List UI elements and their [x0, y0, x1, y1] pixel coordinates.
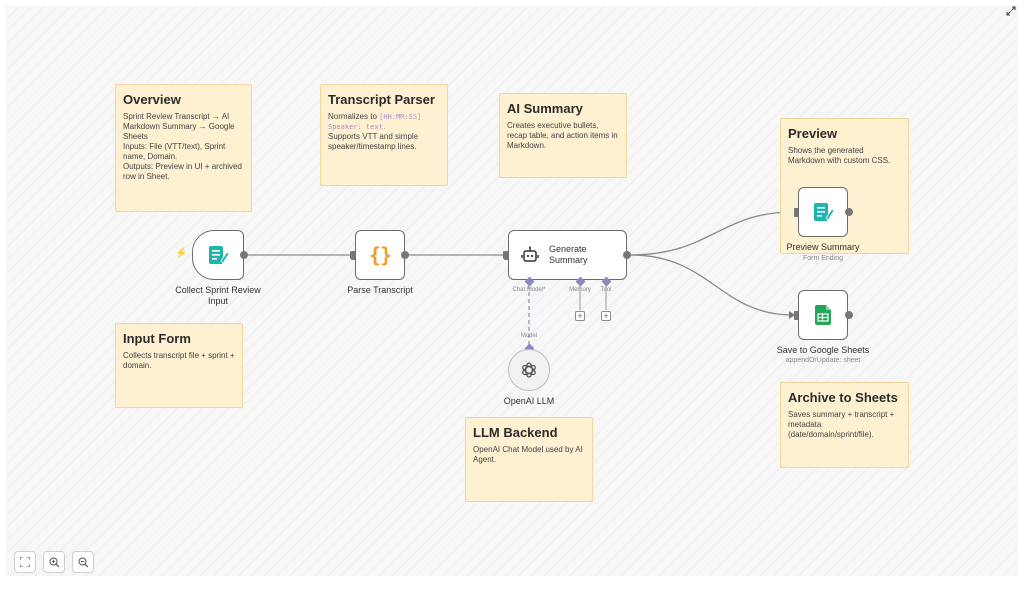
- zoom-in-icon: [49, 557, 59, 567]
- note-input-form[interactable]: Input Form Collects transcript file + sp…: [115, 323, 243, 408]
- required-marker: *: [543, 287, 546, 293]
- note-text: Sprint Review Transcript → AI Markdown S…: [123, 112, 242, 181]
- output-handle[interactable]: [845, 311, 853, 319]
- node-collect-sprint-review-input[interactable]: [192, 230, 244, 280]
- zoom-out-button[interactable]: [72, 551, 94, 573]
- output-handle[interactable]: [845, 208, 853, 216]
- note-text: Normalizes to [HH:MM:SS] Speaker: text. …: [328, 112, 440, 152]
- code-braces-icon: {}: [368, 243, 392, 267]
- google-sheets-icon: [815, 305, 831, 325]
- note-title: LLM Backend: [473, 425, 558, 440]
- node-label: Preview Summary: [786, 242, 860, 252]
- memory-port-label: Memory: [569, 287, 591, 293]
- form-icon: [209, 246, 229, 264]
- output-handle[interactable]: [401, 251, 409, 259]
- chat-model-port-label: Chat Model*: [505, 287, 553, 293]
- port-label-text: Chat Model: [512, 287, 544, 293]
- node-save-to-google-sheets[interactable]: [798, 290, 848, 340]
- note-title: Preview: [788, 126, 838, 141]
- note-text: Collects transcript file + sprint + doma…: [123, 351, 235, 370]
- node-label: Parse Transcript: [347, 285, 413, 295]
- note-overview[interactable]: Overview Sprint Review Transcript → AI M…: [115, 84, 252, 212]
- node-subtitle: Form Ending: [802, 255, 844, 262]
- bottom-strip: [0, 576, 1024, 601]
- note-text: Creates executive bullets, recap table, …: [507, 121, 618, 150]
- output-handle[interactable]: [240, 251, 248, 259]
- note-archive[interactable]: Archive to Sheets Saves summary + transc…: [780, 382, 909, 468]
- node-generate-summary[interactable]: Generate Summary: [508, 230, 627, 280]
- note-title: Overview: [123, 92, 181, 107]
- input-handle[interactable]: [351, 251, 356, 260]
- node-label: Generate Summary: [549, 244, 588, 265]
- node-parse-transcript[interactable]: {}: [355, 230, 405, 280]
- note-ai-summary[interactable]: AI Summary Creates executive bullets, re…: [499, 93, 627, 178]
- expand-icon[interactable]: [1006, 6, 1016, 16]
- node-subtitle: appendOrUpdate: sheet: [785, 357, 861, 364]
- note-title: Input Form: [123, 331, 191, 346]
- openai-icon: [522, 362, 536, 378]
- robot-icon: [521, 246, 539, 262]
- trigger-bolt-icon: ⚡: [175, 248, 188, 259]
- tool-port-label: Tool: [600, 287, 612, 293]
- zoom-in-button[interactable]: [43, 551, 65, 573]
- note-code: [HH:MM:SS] Speaker: text.: [328, 113, 422, 131]
- zoom-out-icon: [78, 557, 88, 567]
- node-label: OpenAI LLM: [503, 396, 555, 406]
- input-handle[interactable]: [794, 208, 799, 217]
- form-icon: [814, 203, 834, 221]
- add-memory-button[interactable]: +: [575, 311, 585, 321]
- fit-view-button[interactable]: [14, 551, 36, 573]
- input-handle[interactable]: [504, 251, 509, 260]
- note-llm-backend[interactable]: LLM Backend OpenAI Chat Model used by AI…: [465, 417, 593, 502]
- input-handle[interactable]: [794, 311, 799, 320]
- note-text: OpenAI Chat Model used by AI Agent.: [473, 445, 583, 464]
- note-title: AI Summary: [507, 101, 583, 116]
- node-label: Save to Google Sheets: [776, 345, 870, 355]
- node-openai-llm[interactable]: [508, 349, 550, 391]
- fit-view-icon: [20, 557, 30, 567]
- note-transcript-parser[interactable]: Transcript Parser Normalizes to [HH:MM:S…: [320, 84, 448, 186]
- add-tool-button[interactable]: +: [601, 311, 611, 321]
- note-text-before: Normalizes to: [328, 112, 380, 121]
- note-text-after: Supports VTT and simple speaker/timestam…: [328, 132, 419, 151]
- note-text: Saves summary + transcript + metadata (d…: [788, 410, 895, 439]
- model-port-label: Model: [520, 333, 538, 339]
- note-text: Shows the generated Markdown with custom…: [788, 146, 891, 165]
- note-title: Archive to Sheets: [788, 390, 898, 405]
- note-title: Transcript Parser: [328, 92, 435, 107]
- node-label: Collect Sprint Review Input: [175, 285, 261, 306]
- node-preview-summary[interactable]: [798, 187, 848, 237]
- output-handle[interactable]: [623, 251, 631, 259]
